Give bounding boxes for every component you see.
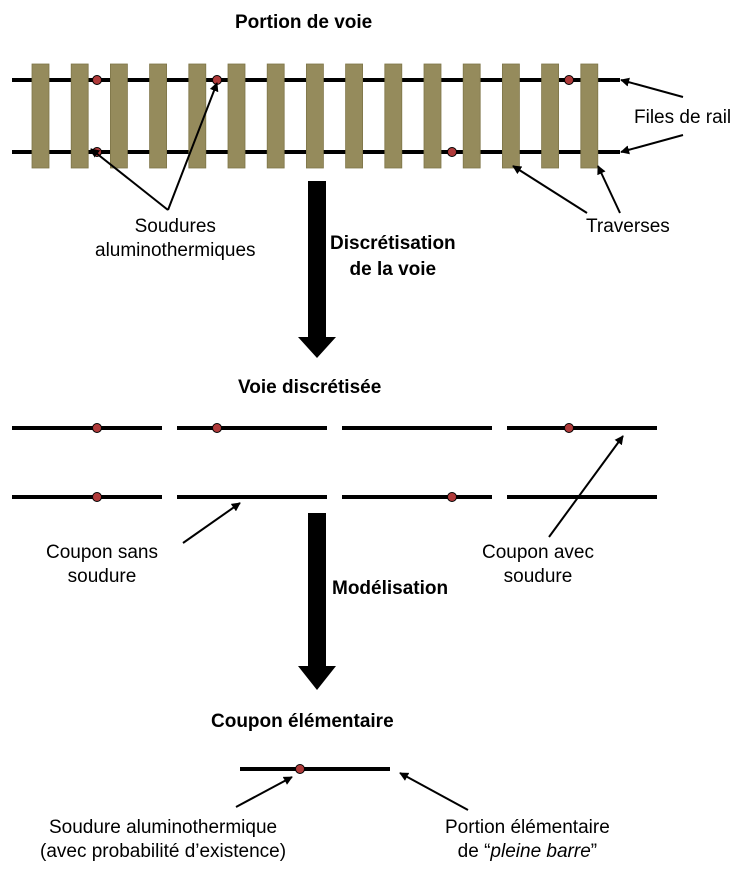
sleeper <box>31 63 50 169</box>
plain-bar-label: Portion élémentaire de “pleine barre” <box>445 816 610 864</box>
coupon-with-weld-line2: soudure <box>503 566 573 587</box>
coupon-with-weld-line1: Coupon avec <box>482 542 594 563</box>
weld-probability-line1: Soudure aluminothermique <box>48 817 278 838</box>
weld-marker <box>92 492 102 502</box>
plain-bar-italic: pleine barre <box>490 841 591 862</box>
plain-bar-line2: de “pleine barre” <box>445 840 610 864</box>
coupon-with-weld-label: Coupon avec soudure <box>482 541 594 589</box>
plain-bar-prefix: de “ <box>457 841 491 862</box>
discretised-track <box>12 423 657 502</box>
weld-marker <box>564 75 574 85</box>
sleeper <box>305 63 324 169</box>
sleeper <box>423 63 442 169</box>
weld-marker <box>212 423 222 433</box>
sleepers-label: Traverses <box>586 216 670 237</box>
sleeper <box>227 63 246 169</box>
modelling-arrow <box>298 513 336 690</box>
sleeper <box>462 63 481 169</box>
sleeper <box>70 63 89 169</box>
welds-label-line1: Soudures <box>134 216 216 237</box>
weld-pointer-arrow <box>90 148 169 211</box>
weld-marker <box>447 147 457 157</box>
coupon-with-weld-pointer-arrow <box>548 435 624 538</box>
track-portion-title: Portion de voie <box>235 12 373 33</box>
sleeper <box>580 63 599 169</box>
weld-marker <box>295 764 305 774</box>
sleeper-pointer-arrow <box>597 165 621 214</box>
elementary-coupon <box>240 764 390 774</box>
elementary-coupon-title: Coupon élémentaire <box>211 711 394 732</box>
sleeper <box>110 63 128 169</box>
sleeper <box>149 63 168 169</box>
sleeper <box>266 63 285 169</box>
plain-bar-line1: Portion élémentaire <box>445 817 610 838</box>
plain-bar-suffix: ” <box>590 841 598 862</box>
sleepers <box>31 63 599 169</box>
sleeper <box>384 63 403 169</box>
coupon-without-weld-line2: soudure <box>67 566 137 587</box>
modelling-step-label: Modélisation <box>332 578 449 599</box>
weld-probability-label: Soudure aluminothermique (avec probabili… <box>40 816 286 864</box>
rails-pointer-arrow <box>620 134 684 155</box>
plain-bar-pointer-arrow <box>399 772 469 811</box>
sleeper-pointer-arrow <box>512 165 588 214</box>
discretisation-step-label: Discrétisation de la voie <box>330 231 456 283</box>
discretisation-arrow <box>298 181 336 358</box>
sleeper <box>501 63 520 169</box>
weld-marker <box>92 423 102 433</box>
coupon-without-weld-line1: Coupon sans <box>46 542 158 563</box>
weld-probability-line2: (avec probabilité d’existence) <box>40 841 287 862</box>
weld-pointer-arrow <box>167 82 219 211</box>
coupon-without-weld-pointer-arrow <box>182 502 241 544</box>
welds-label-line2: aluminothermiques <box>95 240 256 261</box>
welds-label: Soudures aluminothermiques <box>95 215 256 263</box>
sleeper <box>345 63 364 169</box>
weld-marker <box>447 492 457 502</box>
discretisation-step-line1: Discrétisation <box>330 233 456 254</box>
rails-pointer-arrow <box>620 77 684 98</box>
discretisation-step-line2: de la voie <box>349 259 437 280</box>
discretised-track-title: Voie discrétisée <box>238 377 382 398</box>
track-portion <box>12 63 620 169</box>
weld-marker <box>564 423 574 433</box>
rails-label: Files de rail <box>634 107 732 128</box>
sleeper <box>188 63 207 169</box>
weld-marker <box>92 75 102 85</box>
sleeper <box>541 63 559 169</box>
coupon-without-weld-label: Coupon sans soudure <box>46 541 158 589</box>
weld-pointer-arrow <box>235 776 293 808</box>
